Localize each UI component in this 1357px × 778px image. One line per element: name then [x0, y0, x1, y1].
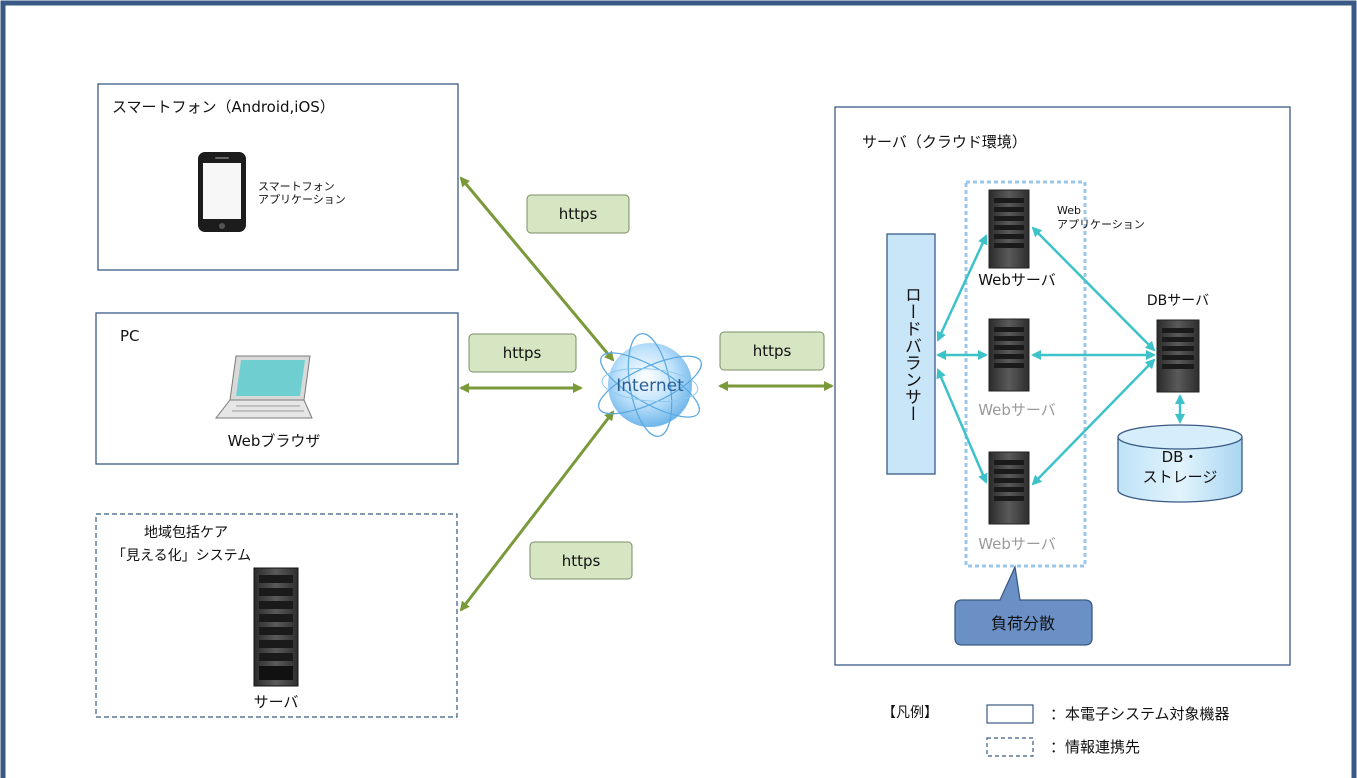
- arrow-mieruka-internet: [459, 410, 615, 612]
- mieruka-title-2: 「見える化」システム: [112, 548, 251, 564]
- internet-label: Internet: [616, 376, 684, 396]
- legend-solid-label: ：本電子システム対象機器: [1050, 705, 1230, 723]
- internet-globe-icon: [598, 333, 702, 437]
- https-label-3: https: [719, 331, 825, 371]
- db-server-icon: [1156, 319, 1200, 393]
- web-server-icon-2: [988, 318, 1030, 392]
- legend: 【凡例】 ：本電子システム対象機器 ：情報連携先: [882, 704, 1230, 757]
- green-arrows: [459, 176, 834, 612]
- load-balancer: ロードバランサー: [886, 233, 936, 475]
- https-label-4: https: [529, 541, 633, 580]
- web-server-label-1: Webサーバ: [978, 271, 1056, 289]
- laptop-icon: [214, 355, 313, 419]
- pc-title: PC: [120, 327, 140, 345]
- legend-title: 【凡例】: [882, 705, 938, 721]
- legend-solid-swatch: [986, 704, 1034, 724]
- smartphone-box: スマートフォン（Android,iOS） スマートフォン アプリケーション: [97, 83, 459, 271]
- mieruka-title-1: 地域包括ケア: [144, 525, 228, 541]
- smartphone-title: スマートフォン（Android,iOS）: [112, 98, 335, 116]
- web-server-label-3: Webサーバ: [978, 535, 1056, 553]
- svg-text:https: https: [562, 552, 601, 570]
- legend-dashed-label: ：情報連携先: [1050, 738, 1140, 756]
- pc-browser-label: Webブラウザ: [228, 432, 321, 450]
- mieruka-box: 地域包括ケア 「見える化」システム サーバ: [95, 513, 458, 718]
- web-server-label-2: Webサーバ: [978, 401, 1056, 419]
- db-storage-label-2: ストレージ: [1143, 468, 1218, 486]
- db-server-label: DBサーバ: [1147, 293, 1209, 309]
- https-label-2: https: [468, 333, 577, 373]
- smartphone-icon: [198, 152, 246, 232]
- svg-text:https: https: [753, 342, 792, 360]
- smartphone-app-label-2: アプリケーション: [258, 193, 346, 206]
- legend-dashed-swatch: [986, 737, 1034, 757]
- pc-box: PC Webブラウザ: [95, 312, 459, 465]
- svg-text:https: https: [503, 344, 542, 362]
- load-distribution-callout: [954, 564, 1093, 646]
- load-balancer-label: ロードバランサー: [901, 286, 921, 422]
- load-distribution-label: 負荷分散: [991, 614, 1055, 633]
- db-storage-label-1: DB・: [1162, 448, 1199, 466]
- smartphone-app-label-1: スマートフォン: [258, 180, 335, 193]
- webapp-label-1: Web: [1057, 204, 1081, 217]
- web-server-icon-3: [988, 451, 1030, 525]
- teal-arrows: [936, 226, 1185, 486]
- rack-server-icon: [253, 567, 299, 687]
- web-server-icon-1: [988, 189, 1030, 269]
- cloud-title: サーバ（クラウド環境）: [862, 133, 1027, 151]
- webapp-label-2: アプリケーション: [1057, 218, 1145, 231]
- svg-text:https: https: [559, 205, 598, 223]
- mieruka-server-label: サーバ: [254, 693, 299, 711]
- https-label-1: https: [526, 194, 630, 234]
- arrow-smartphone-internet: [459, 176, 615, 362]
